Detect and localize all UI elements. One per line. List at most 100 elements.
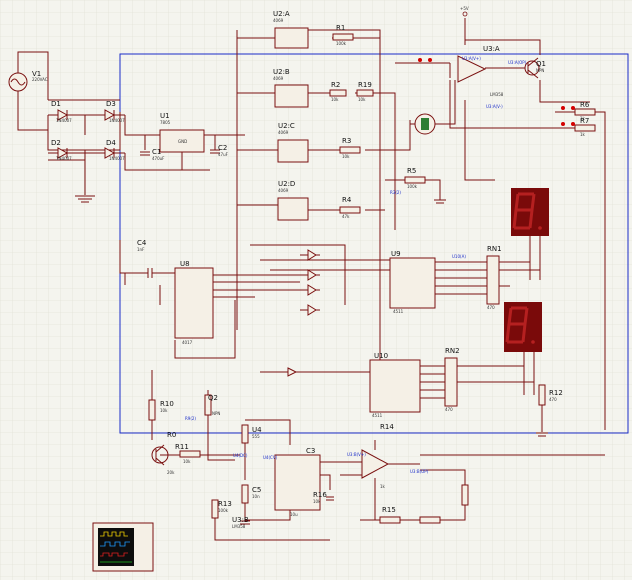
seven-segment-display-upper — [511, 188, 549, 236]
resistor-r1[interactable]: R1 100k — [332, 24, 354, 46]
component-label: D3 — [106, 100, 116, 108]
voltage-probe[interactable]: R3(2) — [390, 190, 401, 195]
resistor-r11[interactable]: U4 555 — [241, 424, 262, 444]
probe-label: R9(2) — [185, 416, 196, 421]
component-value: 470uF — [152, 156, 165, 161]
component-value: 7805 — [160, 120, 171, 125]
capacitor-c1[interactable]: C1 470uF — [140, 148, 165, 161]
resistor-r15[interactable] — [461, 484, 469, 506]
voltage-probe[interactable]: U3:B(V+) — [347, 452, 366, 457]
component-value: 20k — [167, 470, 175, 475]
component-label: R7 — [580, 117, 589, 125]
inverter-u2a[interactable]: U2:A 4069 — [273, 10, 309, 49]
component-label: R3 — [342, 137, 351, 145]
resistor-r6[interactable]: R6 1k — [574, 101, 596, 121]
transistor-q2[interactable]: R0 20k — [151, 431, 176, 475]
component-value: 1N4007 — [56, 118, 72, 123]
regulator-u1[interactable]: U1 7805 GND — [159, 112, 205, 153]
component-label: R13 — [218, 500, 232, 508]
voltage-probe[interactable]: U3:A(OP) — [508, 60, 527, 65]
voltage-probe[interactable]: U4(DC) — [233, 453, 248, 458]
voltage-probe[interactable]: U3:A(V-) — [486, 104, 503, 109]
voltage-probe[interactable]: R9(2) — [185, 416, 196, 421]
component-label: C3 — [306, 447, 315, 455]
voltage-probe[interactable]: U3:A(V+) — [462, 56, 481, 61]
component-value: LM358 — [490, 92, 504, 97]
probe-label: R3(2) — [390, 190, 401, 195]
resistor-r13[interactable]: R15 — [379, 506, 401, 524]
component-label: U2:B — [273, 68, 290, 76]
ic-u10[interactable]: U10 4511 — [369, 352, 421, 418]
resistor-r3[interactable]: R3 10k — [339, 137, 361, 159]
diode-d2[interactable]: D2 1N4007 — [48, 139, 85, 161]
component-value: 100k — [336, 41, 347, 46]
component-label: C1 — [152, 148, 161, 156]
opamp-u3a[interactable]: U3:A LM358 — [457, 45, 504, 97]
component-value: 10k — [331, 97, 339, 102]
component-label: R15 — [382, 506, 396, 514]
component-value: 10k — [160, 408, 168, 413]
svg-text:+5V: +5V — [460, 6, 469, 11]
probe-label: U3:A(V+) — [462, 56, 481, 61]
component-value: 10k — [358, 97, 366, 102]
resistor-r19[interactable]: R19 10k — [356, 81, 374, 102]
probe-label: U4(CV) — [263, 455, 278, 460]
probe-label: U3:A(OP) — [508, 60, 527, 65]
inverter-u2b[interactable]: U2:B 4069 — [273, 68, 309, 108]
inverter-u2d[interactable]: U2:D 4069 — [277, 180, 309, 221]
oscilloscope-icon[interactable] — [92, 522, 154, 572]
voltage-probe[interactable]: U3:B(OP) — [410, 469, 429, 474]
component-value: 10k — [342, 154, 350, 159]
component-value: 4017 — [182, 340, 193, 345]
voltage-probe[interactable]: U4(CV) — [263, 455, 278, 460]
component-value: 4511 — [393, 309, 404, 314]
component-value: 10k — [313, 499, 321, 504]
component-value: 10u — [290, 512, 298, 517]
component-label: U3:B — [232, 516, 249, 524]
resistor-r10[interactable]: R11 10k — [175, 443, 201, 464]
component-label: Q1 — [536, 60, 546, 68]
diode-d4[interactable]: D4 1N4007 — [85, 139, 125, 161]
component-label: R10 — [160, 400, 174, 408]
inverter-u2c[interactable]: U2:C 4069 — [277, 122, 309, 163]
timer-u4[interactable]: C3 10u — [274, 447, 321, 517]
component-label: R2 — [331, 81, 340, 89]
component-label: U2:C — [278, 122, 295, 130]
resistor-r0[interactable]: C5 10n — [241, 484, 261, 504]
transistor-q1[interactable]: Q1 NPN — [524, 57, 546, 79]
component-label: D2 — [51, 139, 61, 147]
component-value: 4511 — [372, 413, 383, 418]
capacitor-c5[interactable]: R16 10k — [313, 491, 334, 504]
ic-u9[interactable]: U9 4511 — [389, 250, 436, 314]
seven-segment-display-lower — [504, 302, 542, 352]
component-value: 1k — [580, 132, 586, 137]
resistor-r14[interactable] — [419, 516, 441, 524]
component-label: V1 — [32, 70, 41, 78]
resistor-network-rn1[interactable]: RN1 470 — [486, 245, 502, 310]
motor-icon[interactable] — [414, 113, 436, 135]
diode-d1[interactable]: D1 1N4007 — [48, 100, 85, 123]
resistor-r16[interactable]: R13 100k — [211, 499, 232, 519]
component-value: 1k — [380, 484, 386, 489]
diode-d3[interactable]: D3 1N4007 — [85, 100, 125, 123]
resistor-r8[interactable]: R10 10k — [148, 399, 174, 421]
component-label: R19 — [358, 81, 372, 89]
resistor-r9[interactable]: Q2 NPN — [204, 394, 220, 416]
component-value: 100k — [407, 184, 418, 189]
component-label: R0 — [167, 431, 176, 439]
probe-label: U3:A(V-) — [486, 104, 503, 109]
voltage-probe[interactable]: U10(A) — [452, 254, 466, 259]
resistor-r2[interactable]: R2 10k — [329, 81, 347, 102]
capacitor-c3[interactable]: U3:B LM358 — [232, 516, 250, 529]
component-value: 47k — [342, 214, 350, 219]
ic-u8[interactable]: U8 4017 — [174, 260, 214, 345]
resistor-r7[interactable]: R7 1k — [574, 117, 596, 137]
component-value: 470 — [445, 407, 453, 412]
component-label: R14 — [380, 423, 394, 431]
opamp-u3b[interactable]: R14 1k — [361, 423, 394, 489]
component-value: 100k — [218, 508, 229, 513]
led-indicators — [418, 58, 575, 126]
ac-source-v1[interactable]: V1 220VAC — [8, 51, 49, 131]
resistor-r4[interactable]: R4 47k — [339, 196, 361, 219]
capacitor-c2[interactable]: C2 47uF — [210, 144, 229, 157]
